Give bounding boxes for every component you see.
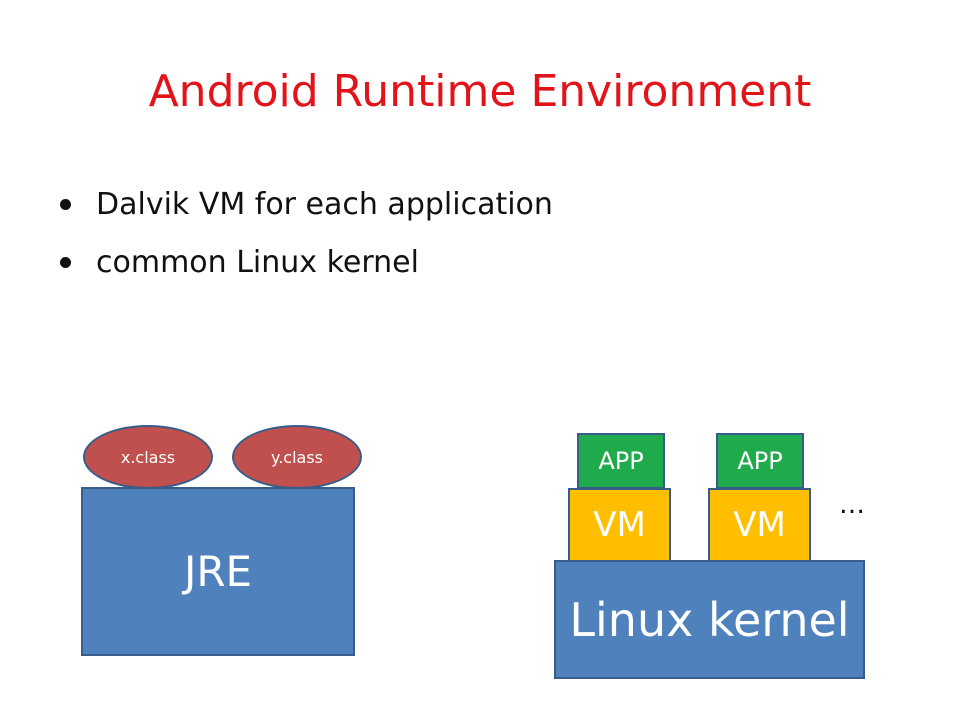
bullet-item: common Linux kernel (58, 234, 553, 292)
linux-kernel-box: Linux kernel (554, 560, 865, 679)
vm-box-2: VM (708, 488, 811, 562)
bullet-text: Dalvik VM for each application (96, 187, 553, 222)
bullet-text: common Linux kernel (96, 245, 419, 280)
jre-box: JRE (81, 487, 355, 656)
app-box-2: APP (716, 433, 804, 489)
slide-title: Android Runtime Environment (148, 66, 812, 117)
bullet-dot-icon (60, 257, 71, 268)
app-box-1: APP (577, 433, 665, 489)
bullet-dot-icon (60, 199, 71, 210)
vm-box-1: VM (568, 488, 671, 562)
more-ellipsis: … (839, 490, 865, 520)
x-class-ellipse: x.class (83, 425, 213, 489)
bullet-list: Dalvik VM for each application common Li… (58, 176, 553, 292)
y-class-ellipse: y.class (232, 425, 362, 489)
bullet-item: Dalvik VM for each application (58, 176, 553, 234)
